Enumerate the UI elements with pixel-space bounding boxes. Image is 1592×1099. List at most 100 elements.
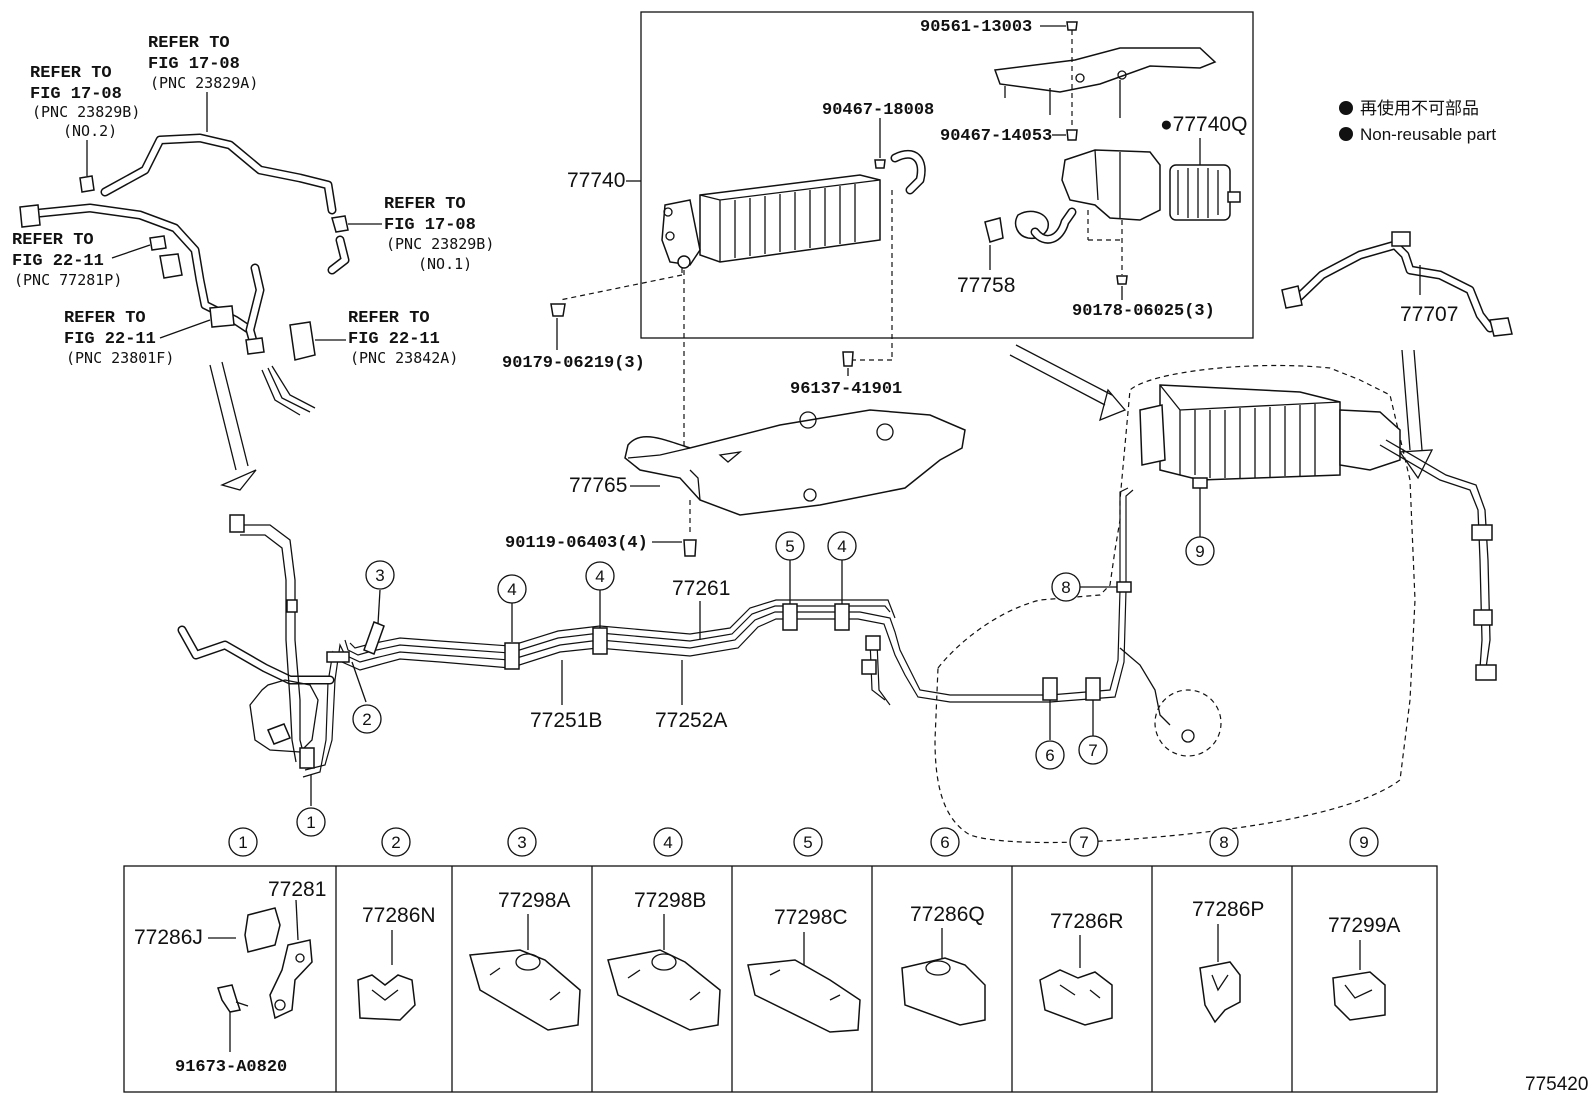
table-col-1-num: 1 bbox=[238, 833, 247, 852]
table-col-5-num: 5 bbox=[803, 833, 812, 852]
refer-4-line2: FIG 22-11 bbox=[12, 252, 104, 271]
callout-4 bbox=[585, 561, 615, 591]
refer-5-line3: (PNC 23801F) bbox=[66, 349, 174, 367]
callout-2-label: 2 bbox=[362, 710, 371, 729]
table-col-4-num: 4 bbox=[663, 833, 672, 852]
refer-6-line1: REFER TO bbox=[348, 309, 430, 328]
callout-1 bbox=[296, 807, 326, 837]
refer-6-line2: FIG 22-11 bbox=[348, 330, 440, 349]
callout-6-label: 6 bbox=[1045, 746, 1054, 765]
callout-5 bbox=[775, 531, 805, 561]
legend-jp: 再使用不可部品 bbox=[1360, 98, 1479, 118]
pn-77286J: 77286J bbox=[134, 926, 203, 949]
top-left-hose-assembly bbox=[19, 133, 350, 416]
table-col-2-num: 2 bbox=[391, 833, 400, 852]
nut-96137 bbox=[842, 351, 854, 367]
callout-4-label: 4 bbox=[507, 580, 516, 599]
refer-2-line4: (NO.2) bbox=[63, 122, 117, 140]
callout-5-label: 5 bbox=[785, 537, 794, 556]
nut-90561 bbox=[1066, 21, 1078, 31]
pn-77298A: 77298A bbox=[498, 889, 570, 912]
pn-96137-41901: 96137-41901 bbox=[790, 380, 902, 399]
canister-valve-assembly bbox=[1061, 149, 1241, 221]
bolt-90179 bbox=[550, 303, 566, 317]
refer-1-line2: FIG 17-08 bbox=[148, 55, 240, 74]
pn-90467-18008: 90467-18008 bbox=[822, 101, 934, 120]
canister-bracket bbox=[993, 47, 1217, 118]
refer-2-line1: REFER TO bbox=[30, 64, 112, 83]
table-col-8-num: 8 bbox=[1219, 833, 1228, 852]
refer-2-line2: FIG 17-08 bbox=[30, 85, 122, 104]
refer-6-line3: (PNC 23842A) bbox=[350, 349, 458, 367]
diagram-id: 775420 bbox=[1525, 1074, 1588, 1095]
canister-detail-box bbox=[640, 11, 1254, 339]
pn-90467-14053: 90467-14053 bbox=[940, 127, 1052, 146]
vent-hose-77758 bbox=[984, 207, 1077, 244]
table-col-6-num: 6 bbox=[940, 833, 949, 852]
pn-77707: 77707 bbox=[1400, 303, 1458, 326]
pn-77740: 77740 bbox=[567, 169, 625, 192]
refer-4-line1: REFER TO bbox=[12, 231, 94, 250]
refer-1-line1: REFER TO bbox=[148, 34, 230, 53]
callout-4-label: 4 bbox=[595, 567, 604, 586]
callout-1-label: 1 bbox=[306, 813, 315, 832]
pn-77298C: 77298C bbox=[774, 906, 848, 929]
part-number-labels: 90561-13003 90467-18008 90467-14053 ●777… bbox=[502, 18, 1458, 732]
refer-labels: REFER TO FIG 17-08 (PNC 23829A) REFER TO… bbox=[12, 34, 494, 367]
pn-90561-13003: 90561-13003 bbox=[920, 18, 1032, 37]
refer-1-line3: (PNC 23829A) bbox=[150, 74, 258, 92]
clip-table: 1 2 3 4 5 6 7 8 9 77281 77286J 91673-A08… bbox=[123, 827, 1438, 1093]
callout-6 bbox=[1035, 740, 1065, 770]
legend-en: Non-reusable part bbox=[1360, 125, 1496, 144]
main-fuel-lines bbox=[177, 487, 1171, 778]
pn-77286R: 77286R bbox=[1050, 910, 1124, 933]
callout-4 bbox=[497, 574, 527, 604]
line-clips bbox=[299, 477, 1208, 769]
pn-77299A: 77299A bbox=[1328, 914, 1400, 937]
callout-9-label: 9 bbox=[1195, 542, 1204, 561]
table-col-7-num: 7 bbox=[1079, 833, 1088, 852]
pn-77261: 77261 bbox=[672, 577, 730, 600]
pn-91673-A0820: 91673-A0820 bbox=[175, 1058, 287, 1077]
nut-90467-14053 bbox=[1066, 129, 1078, 141]
pn-77765: 77765 bbox=[569, 474, 627, 497]
callout-4 bbox=[827, 531, 857, 561]
pn-90179-06219: 90179-06219(3) bbox=[502, 354, 645, 373]
clip-90467-18008 bbox=[874, 159, 886, 169]
canister-cover-77765 bbox=[624, 409, 966, 516]
refer-2-line3: (PNC 23829B) bbox=[32, 103, 140, 121]
pn-77286P: 77286P bbox=[1192, 898, 1264, 921]
pn-77251B: 77251B bbox=[530, 709, 602, 732]
callout-markers: 1 2 3 4 4 5 4 6 7 8 9 bbox=[296, 531, 1215, 837]
callout-leaders bbox=[310, 488, 1201, 806]
refer-3-line1: REFER TO bbox=[384, 195, 466, 214]
tank-outline bbox=[934, 364, 1416, 844]
refer-3-line4: (NO.1) bbox=[418, 255, 472, 273]
callout-3-label: 3 bbox=[375, 566, 384, 585]
pn-77740Q: ●77740Q bbox=[1160, 113, 1247, 136]
callout-7 bbox=[1078, 735, 1108, 765]
bullet-icon bbox=[1339, 101, 1353, 115]
callout-9 bbox=[1185, 536, 1215, 566]
refer-3-line2: FIG 17-08 bbox=[384, 216, 476, 235]
callout-4-label: 4 bbox=[837, 537, 846, 556]
pn-77286Q: 77286Q bbox=[910, 903, 985, 926]
table-col-9-num: 9 bbox=[1359, 833, 1368, 852]
pn-77286N: 77286N bbox=[362, 904, 436, 927]
pn-77281: 77281 bbox=[268, 878, 326, 901]
charcoal-canister-77740 bbox=[661, 174, 881, 269]
assembly-canister bbox=[1139, 384, 1497, 681]
callout-7-label: 7 bbox=[1088, 741, 1097, 760]
refer-5-line2: FIG 22-11 bbox=[64, 330, 156, 349]
pn-77758: 77758 bbox=[957, 274, 1015, 297]
refer-4-line3: (PNC 77281P) bbox=[14, 271, 122, 289]
callout-2 bbox=[352, 704, 382, 734]
callout-8 bbox=[1051, 572, 1081, 602]
legend: 再使用不可部品 Non-reusable part bbox=[1339, 98, 1496, 144]
refer-5-line1: REFER TO bbox=[64, 309, 146, 328]
pn-77298B: 77298B bbox=[634, 889, 706, 912]
bolt-90119 bbox=[683, 539, 697, 557]
pn-77252A: 77252A bbox=[655, 709, 727, 732]
pn-90119-06403: 90119-06403(4) bbox=[505, 534, 648, 553]
